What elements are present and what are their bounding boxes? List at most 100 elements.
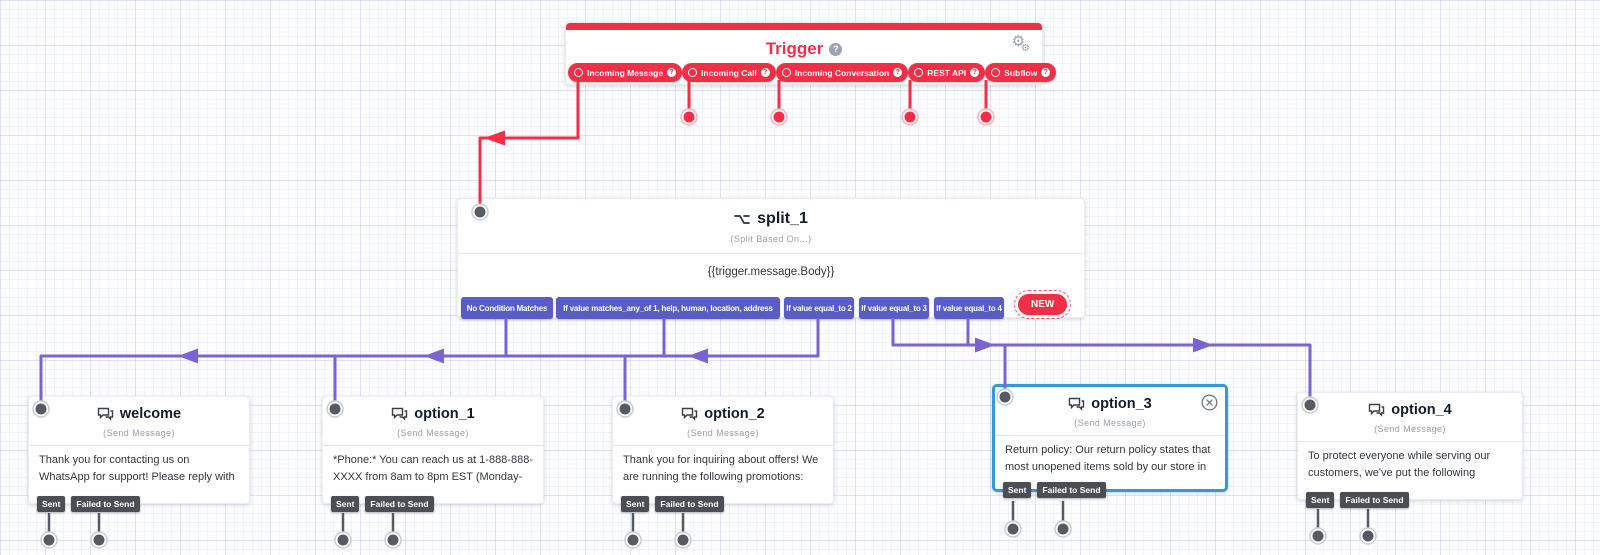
connector-stub-subflow[interactable] <box>977 80 995 126</box>
connector-stub-incoming-conversation[interactable] <box>770 80 788 126</box>
option-4-output-dots[interactable] <box>1309 509 1377 545</box>
connector-dot[interactable] <box>977 108 995 126</box>
connector-equal-3-to-option-3[interactable] <box>891 318 1007 390</box>
transition-tab-equal-4[interactable]: If value equal_to 4 <box>934 297 1004 319</box>
widget-title-text: option_3 <box>1091 396 1152 412</box>
connector-origin-circle[interactable] <box>914 68 924 77</box>
pill-label: Incoming Message <box>587 67 664 78</box>
settings-gears-icon[interactable]: ⚙⚙ <box>1011 32 1030 54</box>
trigger-pill-subflow[interactable]: Subflow ? <box>985 63 1057 82</box>
message-body-preview: *Phone:* You can reach us at 1-888-888-X… <box>333 454 533 483</box>
connector-no-condition-to-welcome[interactable] <box>39 318 508 402</box>
transition-tag-failed[interactable]: Failed to Send <box>365 496 434 512</box>
widget-type-label: (Send Message) <box>687 428 759 438</box>
failed-dot[interactable] <box>90 531 108 549</box>
trigger-title: Trigger ? <box>566 39 1042 59</box>
option-3-output-dots[interactable] <box>1004 501 1072 538</box>
transition-tab-equal-3[interactable]: If value equal_to 3 <box>859 297 929 319</box>
failed-dot[interactable] <box>384 531 402 549</box>
split-type-label: (Split Based On...) <box>730 234 812 244</box>
trigger-pill-incoming-call[interactable]: Incoming Call ? <box>682 63 776 82</box>
widget-title-text: welcome <box>119 406 182 422</box>
widget-option-1[interactable]: option_1 (Send Message) *Phone:* You can… <box>322 396 544 512</box>
welcome-output-dots[interactable] <box>40 513 108 549</box>
transition-tag-sent[interactable]: Sent <box>1003 482 1032 498</box>
widget-title: option_1 <box>323 406 543 422</box>
failed-dot[interactable] <box>1359 527 1377 545</box>
transition-tab-matches-any[interactable]: If value matches_any_of 1, help, human, … <box>556 297 780 319</box>
widget-title: option_3 <box>995 396 1225 412</box>
widget-type-label: (Send Message) <box>1374 424 1446 434</box>
widget-option-3[interactable]: option_3 (Send Message) Return policy: O… <box>992 384 1228 498</box>
sent-dot[interactable] <box>1309 527 1327 545</box>
transition-tag-sent[interactable]: Sent <box>331 496 360 512</box>
help-icon[interactable]: ? <box>667 68 677 77</box>
sent-dot[interactable] <box>624 531 642 549</box>
help-icon[interactable]: ? <box>970 68 980 77</box>
widget-title-text: option_2 <box>704 406 765 422</box>
trigger-pill-incoming-conversation[interactable]: Incoming Conversation ? <box>775 63 909 82</box>
pill-label: REST API <box>927 67 967 78</box>
widget-option-2[interactable]: option_2 (Send Message) Thank you for in… <box>612 396 834 512</box>
widget-title: option_2 <box>613 406 833 422</box>
message-body-preview: To protect everyone while serving our cu… <box>1308 450 1491 479</box>
trigger-topbar <box>566 23 1042 30</box>
trigger-pill-rest-api[interactable]: REST API ? <box>908 63 986 82</box>
transition-tag-failed[interactable]: Failed to Send <box>1037 482 1106 498</box>
sent-dot[interactable] <box>1004 520 1022 538</box>
chat-bubble-icon <box>682 407 698 421</box>
help-icon[interactable]: ? <box>829 42 843 56</box>
option-2-output-dots[interactable] <box>624 513 692 549</box>
transition-tag-sent[interactable]: Sent <box>621 496 650 512</box>
connector-stub-incoming-call[interactable] <box>680 80 698 126</box>
trigger-pill-incoming-message[interactable]: Incoming Message ? <box>568 63 683 82</box>
sent-dot[interactable] <box>40 531 58 549</box>
widget-option-4[interactable]: option_4 (Send Message) To protect every… <box>1297 392 1523 508</box>
widget-type-label: (Send Message) <box>103 428 175 438</box>
transition-tag-failed[interactable]: Failed to Send <box>655 496 724 512</box>
connector-origin-circle[interactable] <box>991 68 1001 77</box>
widget-type-label: (Send Message) <box>1074 418 1146 428</box>
help-icon[interactable]: ? <box>1041 68 1051 77</box>
divider <box>1298 441 1522 442</box>
widget-title-text: option_1 <box>414 406 475 422</box>
connector-incoming-message-to-split[interactable] <box>478 80 580 206</box>
transition-tab-no-condition[interactable]: No Condition Matches <box>461 297 553 319</box>
message-body-preview: Return policy: Our return policy states … <box>1005 444 1211 473</box>
failed-dot[interactable] <box>674 531 692 549</box>
message-body-preview: Thank you for inquiring about offers! We… <box>623 454 819 483</box>
transition-tags: Sent Failed to Send <box>1306 492 1409 508</box>
message-body-preview: Thank you for contacting us on WhatsApp … <box>39 454 235 488</box>
connector-dot[interactable] <box>680 108 698 126</box>
transition-tag-sent[interactable]: Sent <box>1306 492 1335 508</box>
divider <box>995 435 1225 436</box>
connector-origin-circle[interactable] <box>688 68 698 77</box>
transition-tags: Sent Failed to Send <box>331 496 434 512</box>
split-widget-title: split_1 <box>458 210 1084 228</box>
help-icon[interactable]: ? <box>760 68 770 77</box>
widget-welcome[interactable]: welcome (Send Message) Thank you for con… <box>28 396 250 512</box>
split-widget[interactable]: split_1 (Split Based On...) {{trigger.me… <box>457 198 1085 319</box>
transition-tags: Sent Failed to Send <box>37 496 140 512</box>
pill-label: Incoming Call <box>701 67 757 78</box>
chat-bubble-icon <box>1069 397 1085 411</box>
failed-dot[interactable] <box>1054 520 1072 538</box>
transition-tag-failed[interactable]: Failed to Send <box>1340 492 1409 508</box>
connector-stub-rest-api[interactable] <box>901 80 919 126</box>
transition-tab-equal-2[interactable]: If value equal_to 2 <box>784 297 854 319</box>
connector-origin-circle[interactable] <box>781 68 791 77</box>
transition-tag-failed[interactable]: Failed to Send <box>71 496 140 512</box>
sent-dot[interactable] <box>334 531 352 549</box>
new-transition-button[interactable]: NEW <box>1013 290 1072 319</box>
connector-matches-any-to-option-1[interactable] <box>333 318 666 402</box>
connector-origin-circle[interactable] <box>574 68 583 77</box>
trigger-widget[interactable]: Trigger ? ⚙⚙ Incoming Message ? Incoming… <box>565 22 1057 85</box>
connector-equal-2-to-option-2[interactable] <box>623 318 820 402</box>
connector-dot[interactable] <box>770 108 788 126</box>
close-icon[interactable] <box>1201 394 1218 411</box>
help-icon[interactable]: ? <box>893 68 903 77</box>
transition-tag-sent[interactable]: Sent <box>37 496 66 512</box>
connector-dot[interactable] <box>901 108 919 126</box>
option-1-output-dots[interactable] <box>334 513 402 549</box>
